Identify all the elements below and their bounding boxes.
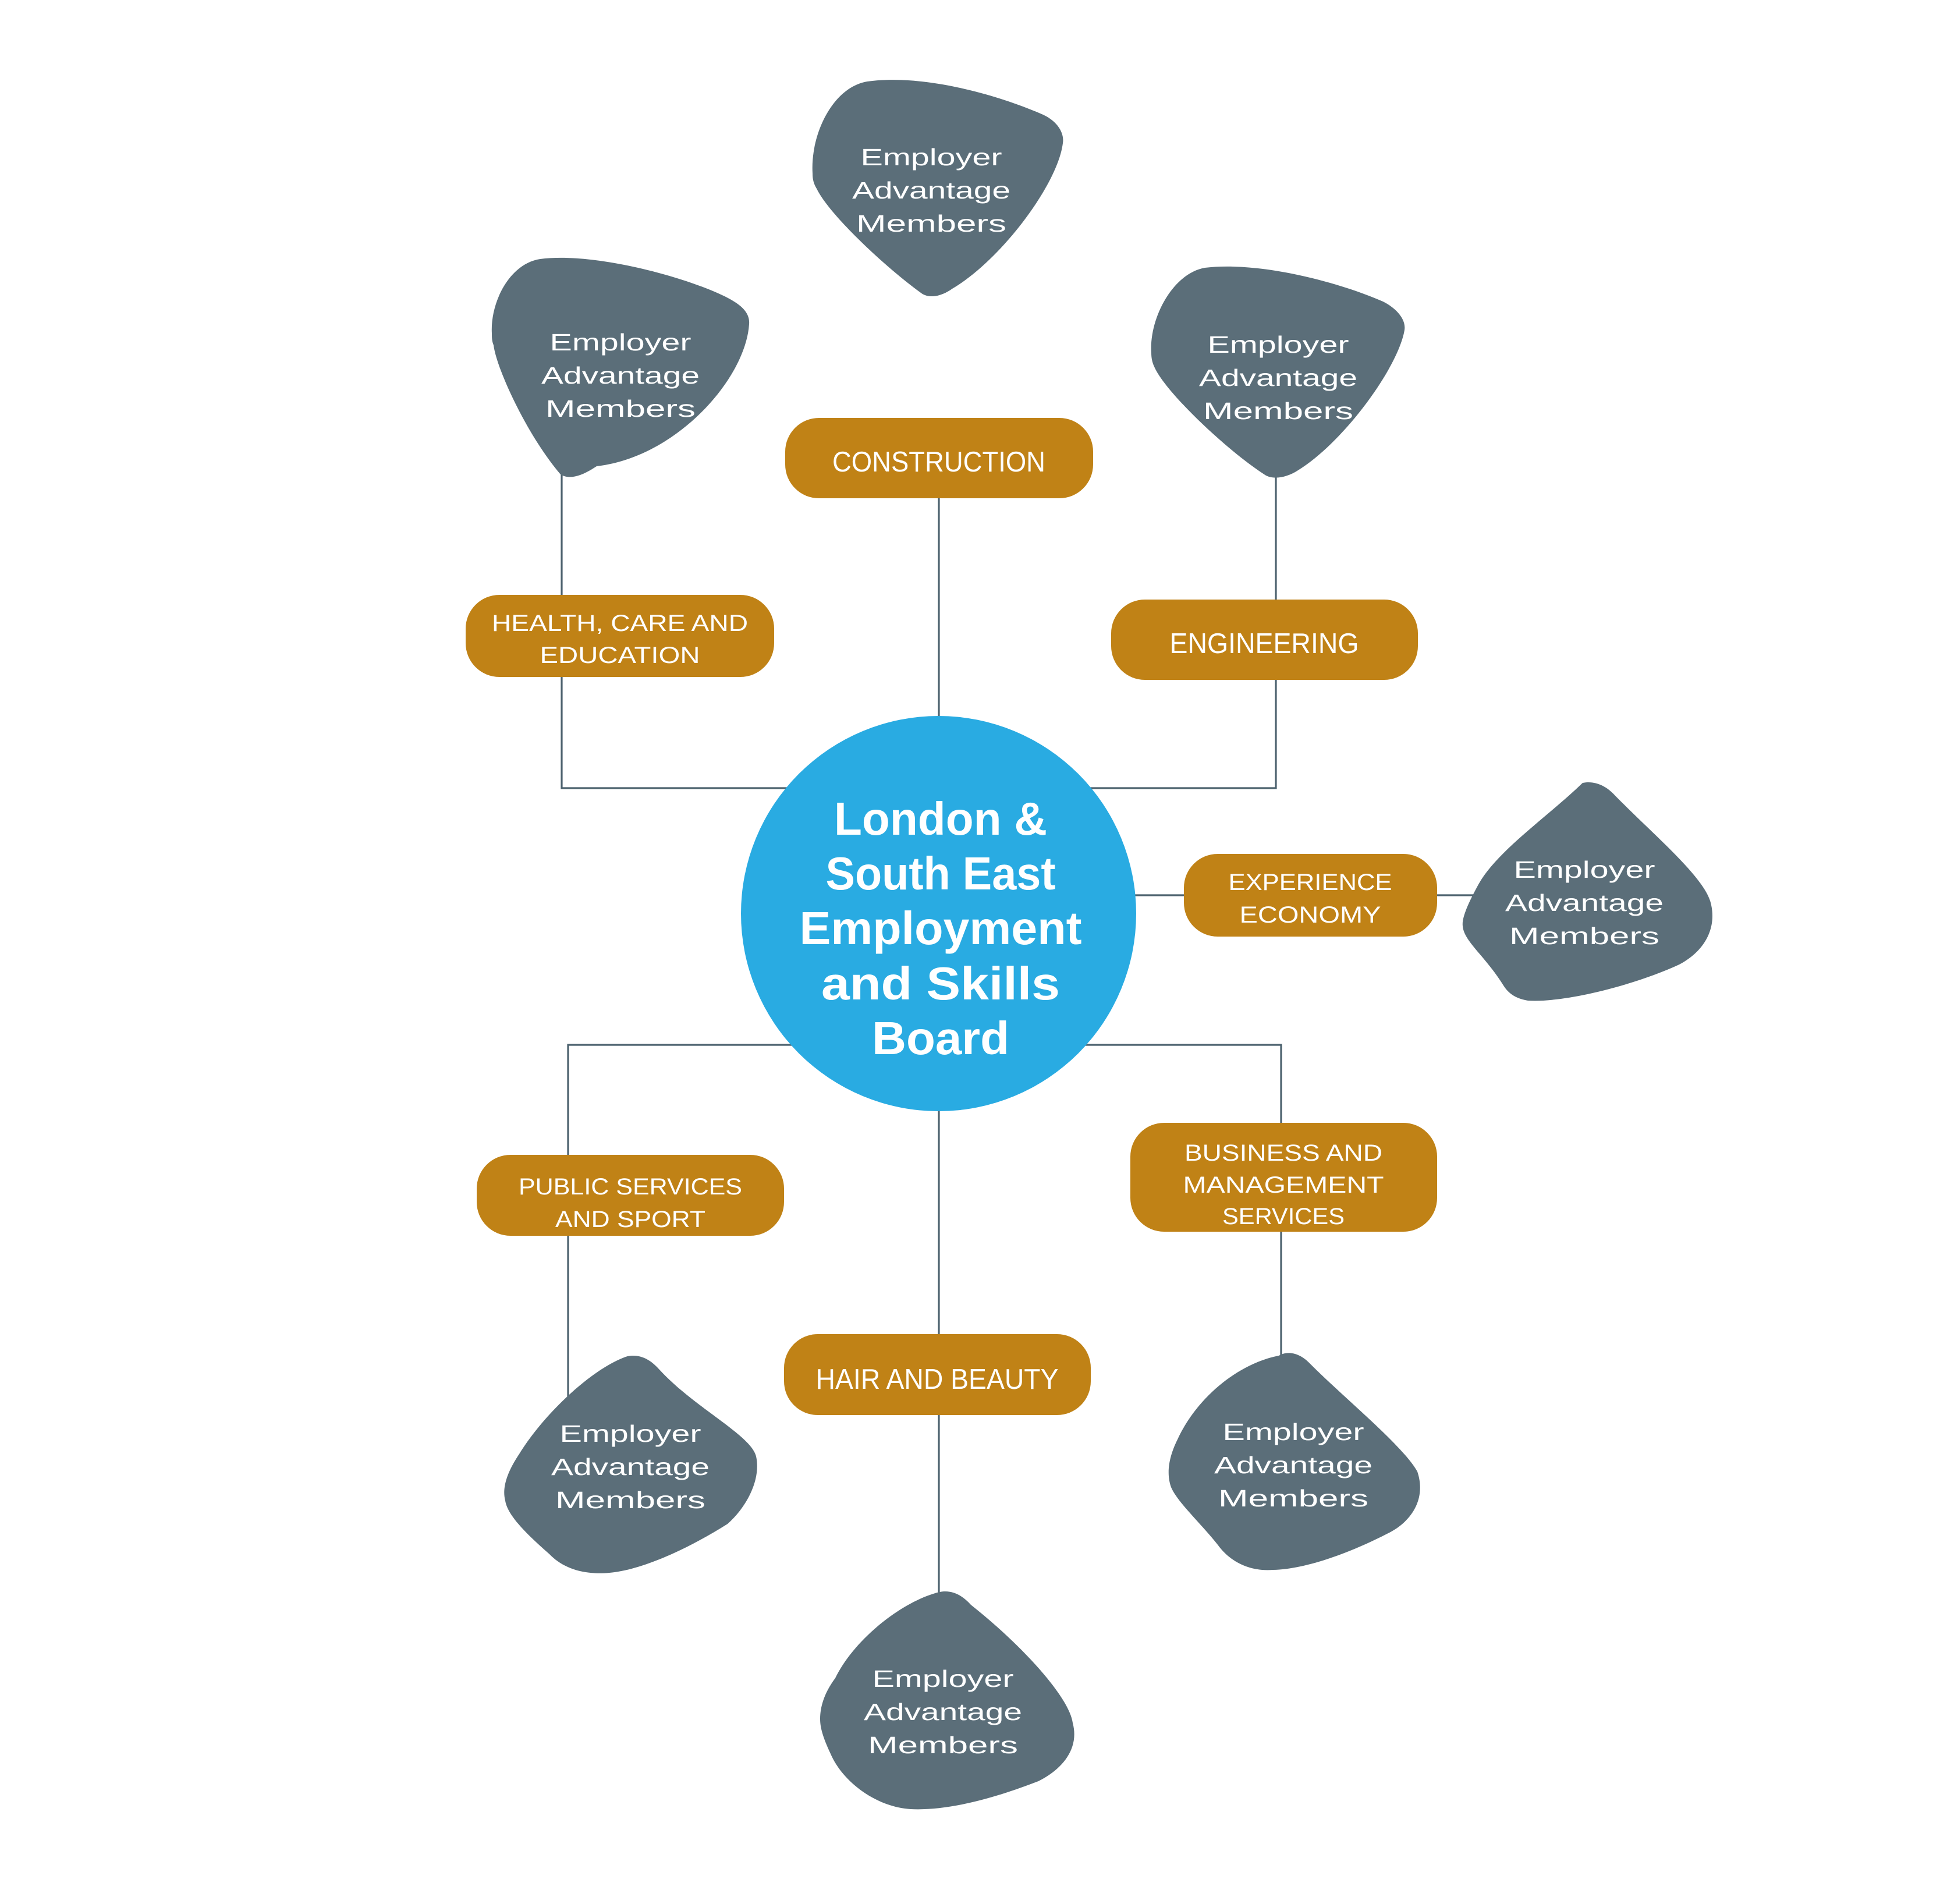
svg-text:Employer: Employer: [861, 144, 1002, 171]
svg-text:Members: Members: [1203, 398, 1353, 424]
svg-text:Advantage: Advantage: [1199, 364, 1357, 391]
svg-text:Advantage: Advantage: [551, 1453, 710, 1480]
svg-text:Members: Members: [1218, 1485, 1368, 1512]
svg-text:MANAGEMENT: MANAGEMENT: [1183, 1172, 1384, 1198]
svg-text:Members: Members: [555, 1487, 705, 1513]
svg-text:CONSTRUCTION: CONSTRUCTION: [832, 446, 1045, 478]
svg-text:Members: Members: [868, 1732, 1018, 1758]
svg-text:Employer: Employer: [1223, 1419, 1364, 1445]
svg-text:Members: Members: [856, 210, 1006, 237]
svg-text:Board: Board: [872, 1012, 1009, 1064]
svg-text:AND SPORT: AND SPORT: [555, 1207, 705, 1232]
svg-text:London &: London &: [834, 793, 1047, 845]
svg-text:Advantage: Advantage: [852, 177, 1010, 204]
svg-text:Employment: Employment: [800, 902, 1082, 954]
svg-text:Advantage: Advantage: [864, 1699, 1022, 1725]
svg-text:South East: South East: [826, 848, 1056, 899]
svg-text:ENGINEERING: ENGINEERING: [1170, 628, 1359, 660]
svg-text:Employer: Employer: [560, 1420, 701, 1447]
svg-text:HAIR AND BEAUTY: HAIR AND BEAUTY: [816, 1364, 1059, 1395]
svg-text:Employer: Employer: [1208, 331, 1349, 358]
svg-text:and Skills: and Skills: [821, 958, 1060, 1009]
svg-text:Employer: Employer: [873, 1665, 1014, 1692]
svg-text:Advantage: Advantage: [541, 362, 700, 389]
svg-text:Advantage: Advantage: [1505, 889, 1664, 916]
svg-text:Members: Members: [545, 395, 696, 422]
svg-text:Employer: Employer: [1514, 856, 1655, 883]
svg-text:HEALTH, CARE AND: HEALTH, CARE AND: [492, 611, 748, 636]
svg-text:Employer: Employer: [550, 329, 691, 356]
svg-text:ECONOMY: ECONOMY: [1240, 902, 1381, 928]
svg-text:Advantage: Advantage: [1214, 1452, 1372, 1478]
svg-text:EDUCATION: EDUCATION: [540, 643, 700, 668]
svg-text:EXPERIENCE: EXPERIENCE: [1229, 870, 1392, 895]
svg-text:Members: Members: [1509, 923, 1659, 949]
svg-text:SERVICES: SERVICES: [1222, 1204, 1345, 1229]
svg-text:BUSINESS AND: BUSINESS AND: [1184, 1140, 1382, 1166]
svg-text:PUBLIC SERVICES: PUBLIC SERVICES: [519, 1174, 742, 1200]
